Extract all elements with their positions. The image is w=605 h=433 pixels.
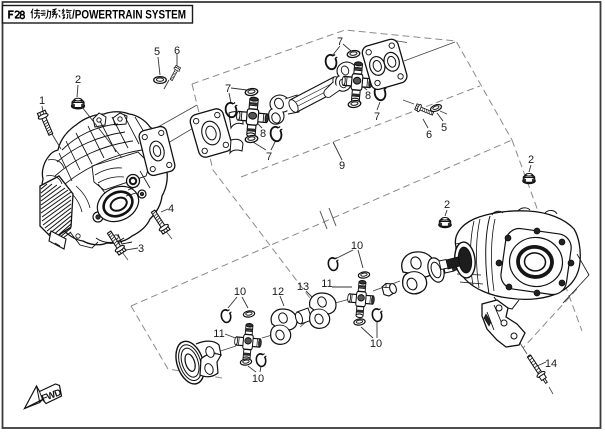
svg-text:2: 2 <box>75 74 81 86</box>
svg-text:6: 6 <box>174 45 180 57</box>
svg-text:6: 6 <box>426 129 432 141</box>
svg-text:11: 11 <box>213 328 224 340</box>
svg-text:12: 12 <box>272 286 284 298</box>
svg-text:10: 10 <box>234 286 246 298</box>
svg-text:10: 10 <box>351 240 363 252</box>
svg-text:1: 1 <box>39 95 45 107</box>
svg-text:3: 3 <box>138 243 144 255</box>
svg-text:7: 7 <box>225 83 231 95</box>
svg-text:14: 14 <box>545 358 557 370</box>
svg-text:8: 8 <box>260 128 266 140</box>
svg-text:9: 9 <box>339 160 345 172</box>
svg-text:10: 10 <box>370 338 382 350</box>
svg-text:10: 10 <box>252 373 264 385</box>
svg-text:7: 7 <box>337 36 343 48</box>
svg-text:2: 2 <box>444 199 450 211</box>
svg-text:4: 4 <box>168 203 174 215</box>
svg-text:2: 2 <box>528 154 534 166</box>
svg-text:11: 11 <box>321 278 332 290</box>
svg-text:8: 8 <box>365 90 371 102</box>
svg-text:5: 5 <box>441 122 447 134</box>
svg-text:7: 7 <box>266 151 272 163</box>
svg-text:/POWERTRAIN SYSTEM: /POWERTRAIN SYSTEM <box>72 10 186 22</box>
svg-text:5: 5 <box>154 46 160 58</box>
svg-text:13: 13 <box>297 281 309 293</box>
svg-text:7: 7 <box>374 111 380 123</box>
